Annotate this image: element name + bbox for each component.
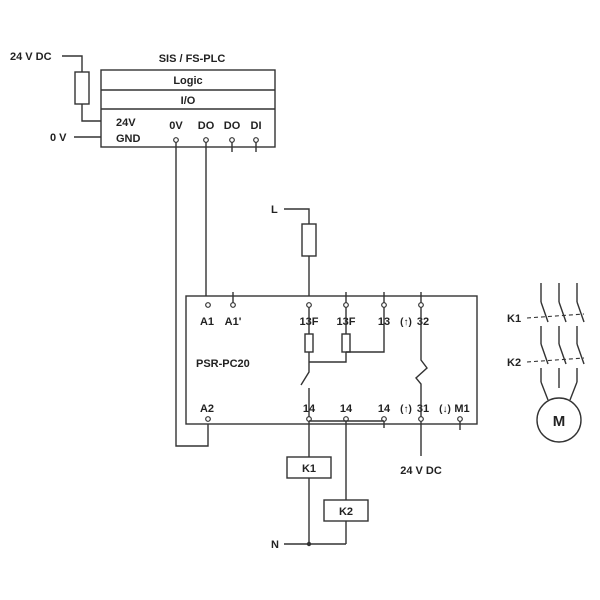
plc-title: SIS / FS-PLC	[159, 53, 226, 65]
relay-label-32: 32	[417, 316, 429, 328]
plc-pin-gnd: GND	[116, 133, 141, 145]
relay-label-a1p: A1'	[225, 316, 242, 328]
contactor-k1-contacts	[526, 283, 585, 344]
relay-terminal-a1	[205, 302, 211, 308]
relay-terminal-a1p	[230, 302, 236, 308]
line-l-fuse	[301, 223, 317, 257]
contactor-k2-contacts	[526, 343, 585, 388]
plc-block	[100, 69, 276, 148]
motor-symbol	[536, 397, 582, 443]
plc-pin-do-2: DO	[224, 120, 241, 132]
coil-k2-label: K2	[339, 506, 353, 518]
relay-block	[185, 295, 478, 425]
plc-logic-label: Logic	[173, 75, 202, 87]
plc-io-label: I/O	[181, 95, 196, 107]
relay-mark-32: (↑)	[400, 317, 412, 328]
relay-label-m1: M1	[454, 403, 469, 415]
relay-feedback-supply-label: 24 V DC	[400, 465, 442, 477]
relay-label-a1: A1	[200, 316, 214, 328]
plc-pin-di: DI	[251, 120, 262, 132]
plc-pin-0v: 0V	[169, 120, 183, 132]
plc-supply-0v-label: 0 V	[50, 132, 67, 144]
relay-terminal-31	[418, 416, 424, 422]
plc-pin-24v: 24V	[116, 117, 136, 129]
contactor-k1-label: K1	[507, 313, 521, 325]
plc-terminal-0v	[173, 137, 179, 143]
relay-no-contact	[300, 362, 310, 386]
motor-label: M	[553, 413, 566, 430]
contactor-k2-label: K2	[507, 357, 521, 369]
line-n-label: N	[271, 539, 279, 551]
relay-terminal-13	[381, 302, 387, 308]
motor-lead-1	[540, 381, 549, 401]
plc-fuse	[74, 71, 90, 105]
plc-terminal-do-2	[229, 137, 235, 143]
plc-terminal-di	[253, 137, 259, 143]
relay-internal-fuse-1	[304, 333, 314, 353]
plc-terminal-do-1	[203, 137, 209, 143]
relay-terminal-a2	[205, 416, 211, 422]
relay-bus-13	[346, 307, 385, 353]
relay-nc-contact	[415, 307, 428, 399]
relay-terminal-13f-1	[306, 302, 312, 308]
plc-supply-24v-label: 24 V DC	[10, 51, 52, 63]
motor-lead-3	[569, 381, 578, 401]
plc-supply-24v-wire	[62, 55, 83, 72]
relay-internal-fuse-2	[341, 333, 351, 353]
line-l-label: L	[271, 204, 278, 216]
junction-n	[306, 541, 312, 547]
relay-label-a2: A2	[200, 403, 214, 415]
wire-0v-to-a2	[175, 142, 209, 447]
relay-terminal-m1	[457, 416, 463, 422]
line-l-wire	[284, 208, 310, 224]
relay-terminal-32	[418, 302, 424, 308]
relay-mark-31: (↑)	[400, 404, 412, 415]
relay-label-31: 31	[417, 403, 429, 415]
plc-pin-do-1: DO	[198, 120, 215, 132]
relay-terminal-13f-2	[343, 302, 349, 308]
relay-bus-13f	[309, 352, 347, 363]
relay-label-14-3: 14	[378, 403, 391, 415]
relay-model-label: PSR-PC20	[196, 358, 250, 370]
coil-k1-label: K1	[302, 463, 316, 475]
relay-label-14-2: 14	[340, 403, 353, 415]
relay-mark-m1: (↓)	[439, 404, 451, 415]
plc-24v-wire	[81, 104, 109, 122]
